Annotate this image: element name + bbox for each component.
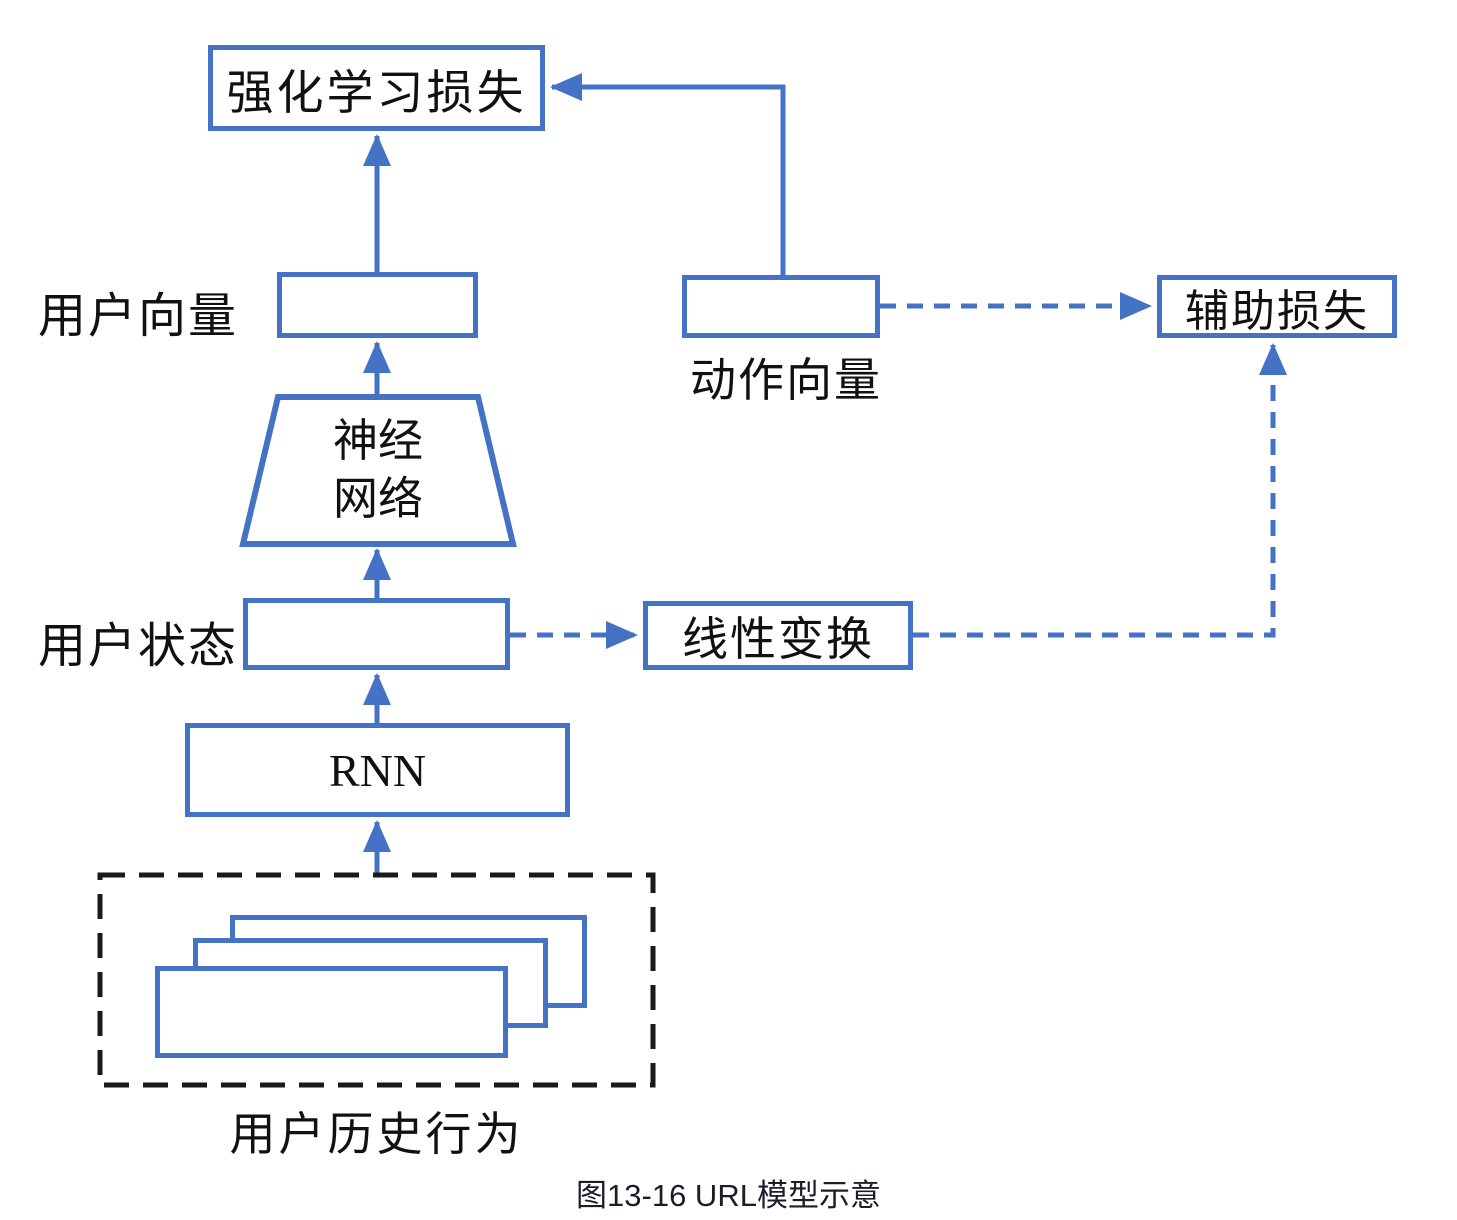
history-item-rect-front — [155, 966, 508, 1058]
rl-loss-box: 强化学习损失 — [208, 45, 545, 131]
dashed-arrow-linear-to-aux-loss — [913, 343, 1287, 638]
aux-loss-label: 辅助损失 — [1185, 286, 1369, 336]
neural-network-label-line1: 神经 — [332, 416, 423, 466]
rnn-label: RNN — [328, 744, 427, 796]
neural-network-label: 神经 网络 — [258, 413, 498, 528]
linear-transform-box: 线性变换 — [643, 601, 913, 670]
neural-network-label-line2: 网络 — [332, 473, 423, 524]
action-vector-box — [682, 275, 880, 338]
user-history-container — [97, 872, 656, 1088]
user-state-label: 用户状态 — [38, 620, 239, 673]
neural-network-trapezoid — [239, 394, 517, 547]
figure-caption: 图13-16 URL模型示意 — [576, 1178, 881, 1213]
rl-loss-label: 强化学习损失 — [226, 67, 527, 120]
user-vector-box — [277, 272, 478, 338]
user-state-box — [243, 598, 510, 670]
user-history-label: 用户历史行为 — [229, 1109, 524, 1160]
action-vector-label: 动作向量 — [690, 355, 882, 406]
arrow-action-vector-to-rl-loss — [550, 73, 786, 275]
linear-transform-label: 线性变换 — [682, 613, 874, 665]
user-vector-label: 用户向量 — [38, 290, 239, 343]
aux-loss-box: 辅助损失 — [1157, 275, 1397, 338]
rnn-box: RNN — [185, 723, 570, 817]
